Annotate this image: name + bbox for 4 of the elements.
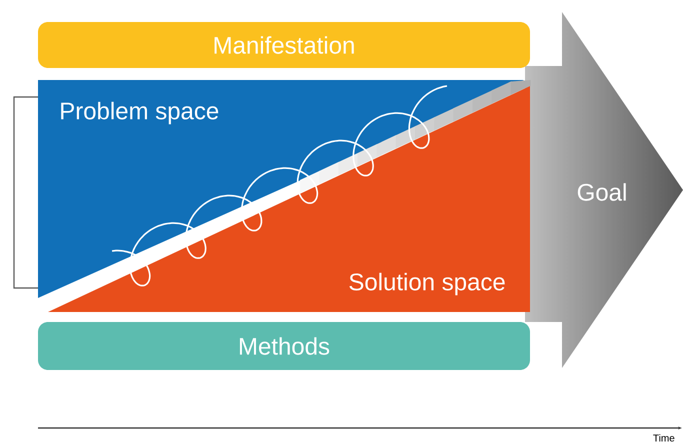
methods-bar: Methods <box>38 322 530 370</box>
goal-arrow: Goal <box>578 183 626 201</box>
manifestation-bar: Manifestation <box>38 22 530 68</box>
axis-label: Time <box>653 434 674 442</box>
